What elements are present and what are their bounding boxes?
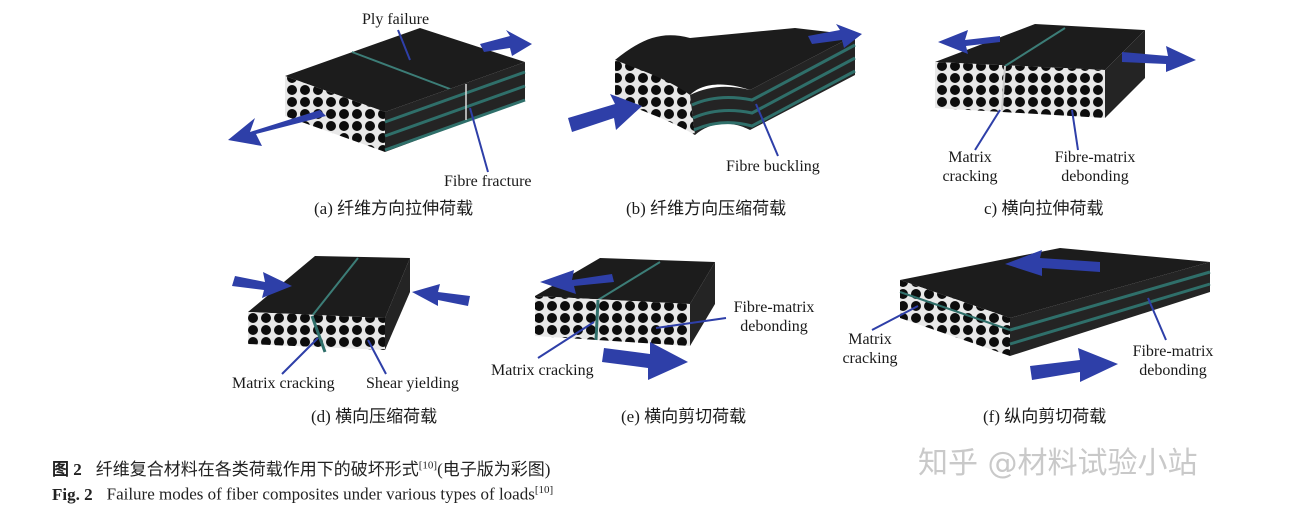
panel-a-pointer-fracture <box>469 107 489 173</box>
panel-a-caption: (a) 纤维方向拉伸荷载 <box>314 199 474 218</box>
panel-e-pointer-debond <box>655 317 727 329</box>
panel-a-ply-crack <box>351 51 459 93</box>
panel-a-arrow-right <box>480 30 532 56</box>
panel-c-label-matrix-cracking: Matrix cracking <box>942 149 998 185</box>
panel-c-front-face <box>935 62 1105 118</box>
panel-e-caption: (e) 横向剪切荷载 <box>621 407 747 426</box>
panel-d-diagram <box>232 256 470 375</box>
figure-label-cn: 图 2 <box>52 460 82 479</box>
panel-d-pointer-shear <box>367 339 387 375</box>
panel-d-arrow-left <box>232 272 292 298</box>
panel-f-caption: (f) 纵向剪切荷载 <box>983 407 1107 426</box>
figure-caption-en: Fig. 2 Failure modes of fiber composites … <box>52 484 553 505</box>
panel-a-arrow-left <box>228 110 326 146</box>
panel-a-label-ply-failure: Ply failure <box>362 11 430 28</box>
panel-c-block-top <box>935 24 1145 70</box>
panel-c-diagram <box>935 24 1196 151</box>
panel-d-block-top <box>248 256 410 318</box>
panel-e-label-debonding: Fibre-matrix debonding <box>733 299 815 335</box>
panel-c-arrow-right <box>1122 46 1196 72</box>
panel-c-pointer-matrix <box>974 109 1001 151</box>
panel-f-pointer-matrix <box>871 305 919 331</box>
panel-f-arrow-bottom <box>1030 348 1118 382</box>
panel-e-block-top <box>535 258 715 304</box>
panel-f-pointer-debond <box>1147 297 1167 341</box>
panel-b-arrow-left <box>568 94 642 132</box>
panel-c-pointer-debond <box>1071 109 1079 151</box>
panel-e-label-matrix-cracking: Matrix cracking <box>491 362 594 379</box>
figure-text-en: Failure modes of fiber composites under … <box>106 484 535 504</box>
panel-b-label-fibre-buckling: Fibre buckling <box>726 158 820 175</box>
panel-b-front-face <box>615 60 695 135</box>
panel-f-front-face <box>900 280 1010 356</box>
panel-c-crack <box>1004 27 1066 67</box>
panel-f-label-debonding: Fibre-matrix debonding <box>1132 343 1214 379</box>
panel-f-label-matrix-cracking: Matrix cracking <box>842 331 898 367</box>
panel-c-side-face <box>1105 30 1145 118</box>
panel-c-caption: c) 横向拉伸荷载 <box>984 199 1104 218</box>
panel-a-label-fibre-fracture: Fibre fracture <box>444 173 532 190</box>
panel-a-block-top <box>285 28 525 112</box>
panel-b-arrow-right <box>808 24 862 48</box>
panel-e-arrow-bottom <box>602 342 688 380</box>
panel-d-pointer-matrix <box>281 337 319 375</box>
panel-e-side-face <box>690 262 715 346</box>
panel-e-crack-line <box>597 261 661 301</box>
panel-e-arrow-top <box>540 270 614 294</box>
figure-text-cn: 纤维复合材料在各类荷载作用下的破坏形式 <box>95 460 419 479</box>
panel-b-block-top <box>615 28 855 95</box>
panel-c-arrow-left <box>938 30 1000 54</box>
panel-a-diagram <box>228 28 532 173</box>
panel-d-label-matrix-cracking: Matrix cracking <box>232 375 335 392</box>
panel-e-pointer-matrix <box>537 321 595 359</box>
panel-b-pointer-buckling <box>755 103 779 157</box>
panel-e-front-face <box>535 296 690 346</box>
panel-c-label-debonding: Fibre-matrix debonding <box>1054 149 1136 185</box>
panel-a-front-face <box>285 76 385 152</box>
panel-d-side-face <box>385 258 410 350</box>
panel-a-pointer-ply <box>397 29 411 61</box>
figure-caption-cn: 图 2 纤维复合材料在各类荷载作用下的破坏形式[10](电子版为彩图) <box>52 455 550 480</box>
panel-f-block-top <box>900 248 1210 318</box>
panel-d-crack-line <box>311 257 359 317</box>
figure-ref-cn: [10] <box>418 459 438 472</box>
panel-b-caption: (b) 纤维方向压缩荷载 <box>626 199 787 218</box>
panel-d-label-shear-yielding: Shear yielding <box>366 375 459 392</box>
panel-b-diagram <box>568 24 862 157</box>
watermark: 知乎 @材料试验小站 <box>918 446 1198 481</box>
figure-suffix-cn: (电子版为彩图) <box>437 460 551 479</box>
panel-e-diagram <box>535 258 727 380</box>
panel-f-arrow-top <box>1005 250 1100 276</box>
figure-label-en: Fig. 2 <box>52 484 93 504</box>
panel-d-arrow-right <box>412 284 470 306</box>
panel-d-caption: (d) 横向压缩荷载 <box>311 407 438 426</box>
panel-f-diagram <box>871 248 1211 382</box>
figure-ref-en: [10] <box>534 484 554 496</box>
